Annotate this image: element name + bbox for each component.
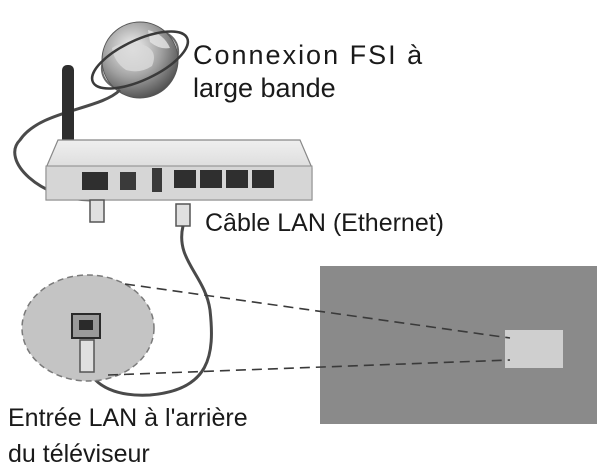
- isp-connection-label-line2: large bande: [193, 73, 336, 103]
- zoom-line-top: [124, 283, 511, 339]
- ethernet-port-icon: [71, 313, 101, 339]
- isp-connection-label: Connexion FSI à: [193, 40, 425, 70]
- tv-port-area: [505, 330, 563, 368]
- globe-icon: [90, 21, 190, 99]
- router-plug-right: [175, 203, 191, 227]
- lan-cable-label: Câble LAN (Ethernet): [205, 209, 445, 237]
- router-plug-left: [89, 199, 105, 223]
- tv-plug: [79, 339, 95, 373]
- tv-lan-input-label-line2: du téléviseur: [8, 440, 150, 468]
- tv-lan-input-label: Entrée LAN à l'arrière: [8, 404, 248, 432]
- router-icon: [45, 139, 313, 201]
- zoom-line-bottom: [107, 359, 511, 376]
- lan-cable: [88, 225, 213, 397]
